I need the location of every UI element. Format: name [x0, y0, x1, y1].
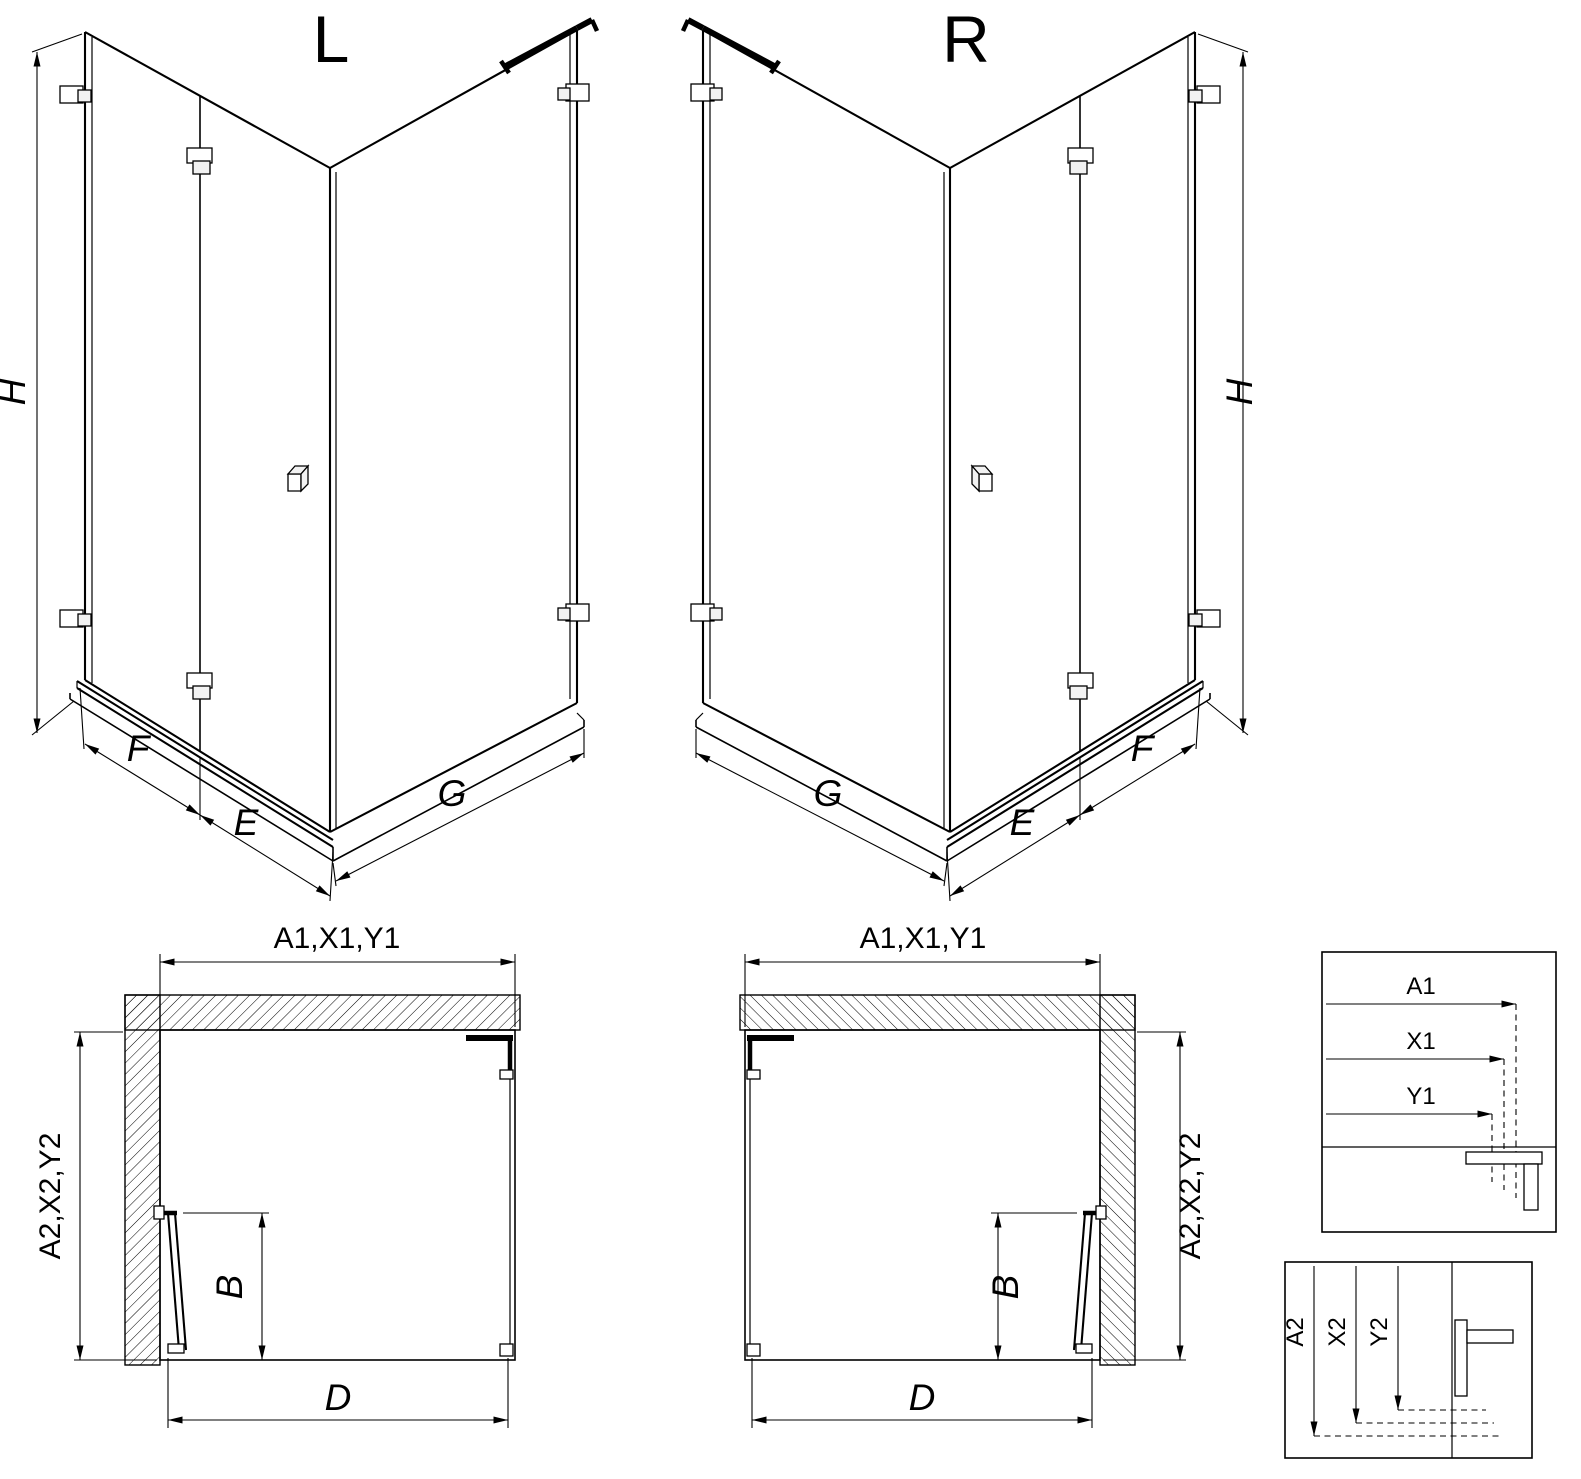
detail-label-x2: X2: [1324, 1317, 1351, 1346]
wall-profile-detail: [1465, 1151, 1543, 1211]
fold-hinges: [186, 147, 213, 700]
plan-right-dim-width-top: A1,X1,Y1: [860, 922, 987, 955]
iso-right-title: R: [942, 2, 990, 76]
door-handle: [286, 464, 310, 493]
plan-view-left-geometry: [74, 954, 521, 1428]
wall-section-hatched: [124, 994, 521, 1366]
plan-right-dim-door-width: B: [985, 1275, 1026, 1300]
iso-left-dim-side-panel: G: [438, 773, 467, 814]
wall-support-bar: [499, 17, 600, 75]
iso-left-dim-height: H: [0, 378, 33, 405]
iso-left-title: L: [313, 2, 350, 76]
detail-label-y1: Y1: [1406, 1083, 1435, 1110]
side-panel-brackets: [557, 83, 590, 622]
iso-view-left-geometry: [31, 17, 600, 902]
iso-right-dim-door-panel: E: [1010, 802, 1036, 843]
glass-panels: [83, 29, 579, 833]
dimension-lines: [31, 33, 585, 902]
detail-box-width-refs: [1321, 951, 1557, 1233]
iso-right-dim-height: H: [1219, 378, 1260, 405]
bottom-rail-and-tray: [69, 680, 585, 862]
enclosure-footprint: [159, 1029, 516, 1361]
plan-left-dim-depth: A2,X2,Y2: [34, 1133, 67, 1260]
wall-hinges: [59, 85, 92, 628]
iso-right-dim-fixed-panel: F: [1131, 728, 1156, 769]
plan-right-dim-width-bottom: D: [909, 1377, 936, 1418]
labels: L H F E G R H F E G A1,X1,Y1 A2,X2,Y2 B …: [0, 2, 1436, 1418]
iso-view-right-geometry: [683, 20, 1248, 901]
iso-left-dim-fixed-panel: F: [127, 728, 152, 769]
detail-label-a1: A1: [1406, 973, 1435, 1000]
detail-label-x1: X1: [1406, 1028, 1435, 1055]
dimension-lines: [74, 954, 516, 1428]
plan-view-right-geometry: [740, 954, 1186, 1428]
plan-right-dim-depth: A2,X2,Y2: [1174, 1133, 1207, 1260]
detail-label-a2: A2: [1282, 1317, 1309, 1346]
plan-left-dim-width-top: A1,X1,Y1: [274, 922, 401, 955]
plan-left-dim-door-width: B: [209, 1275, 250, 1300]
iso-right-dim-side-panel: G: [814, 773, 843, 814]
iso-left-dim-door-panel: E: [234, 802, 260, 843]
wall-profile-detail: [1454, 1319, 1514, 1397]
detail-label-y2: Y2: [1366, 1317, 1393, 1346]
door-open-plan: [153, 1205, 188, 1354]
detail-box-depth-refs: [1284, 1261, 1533, 1459]
plan-left-dim-width-bottom: D: [325, 1377, 352, 1418]
